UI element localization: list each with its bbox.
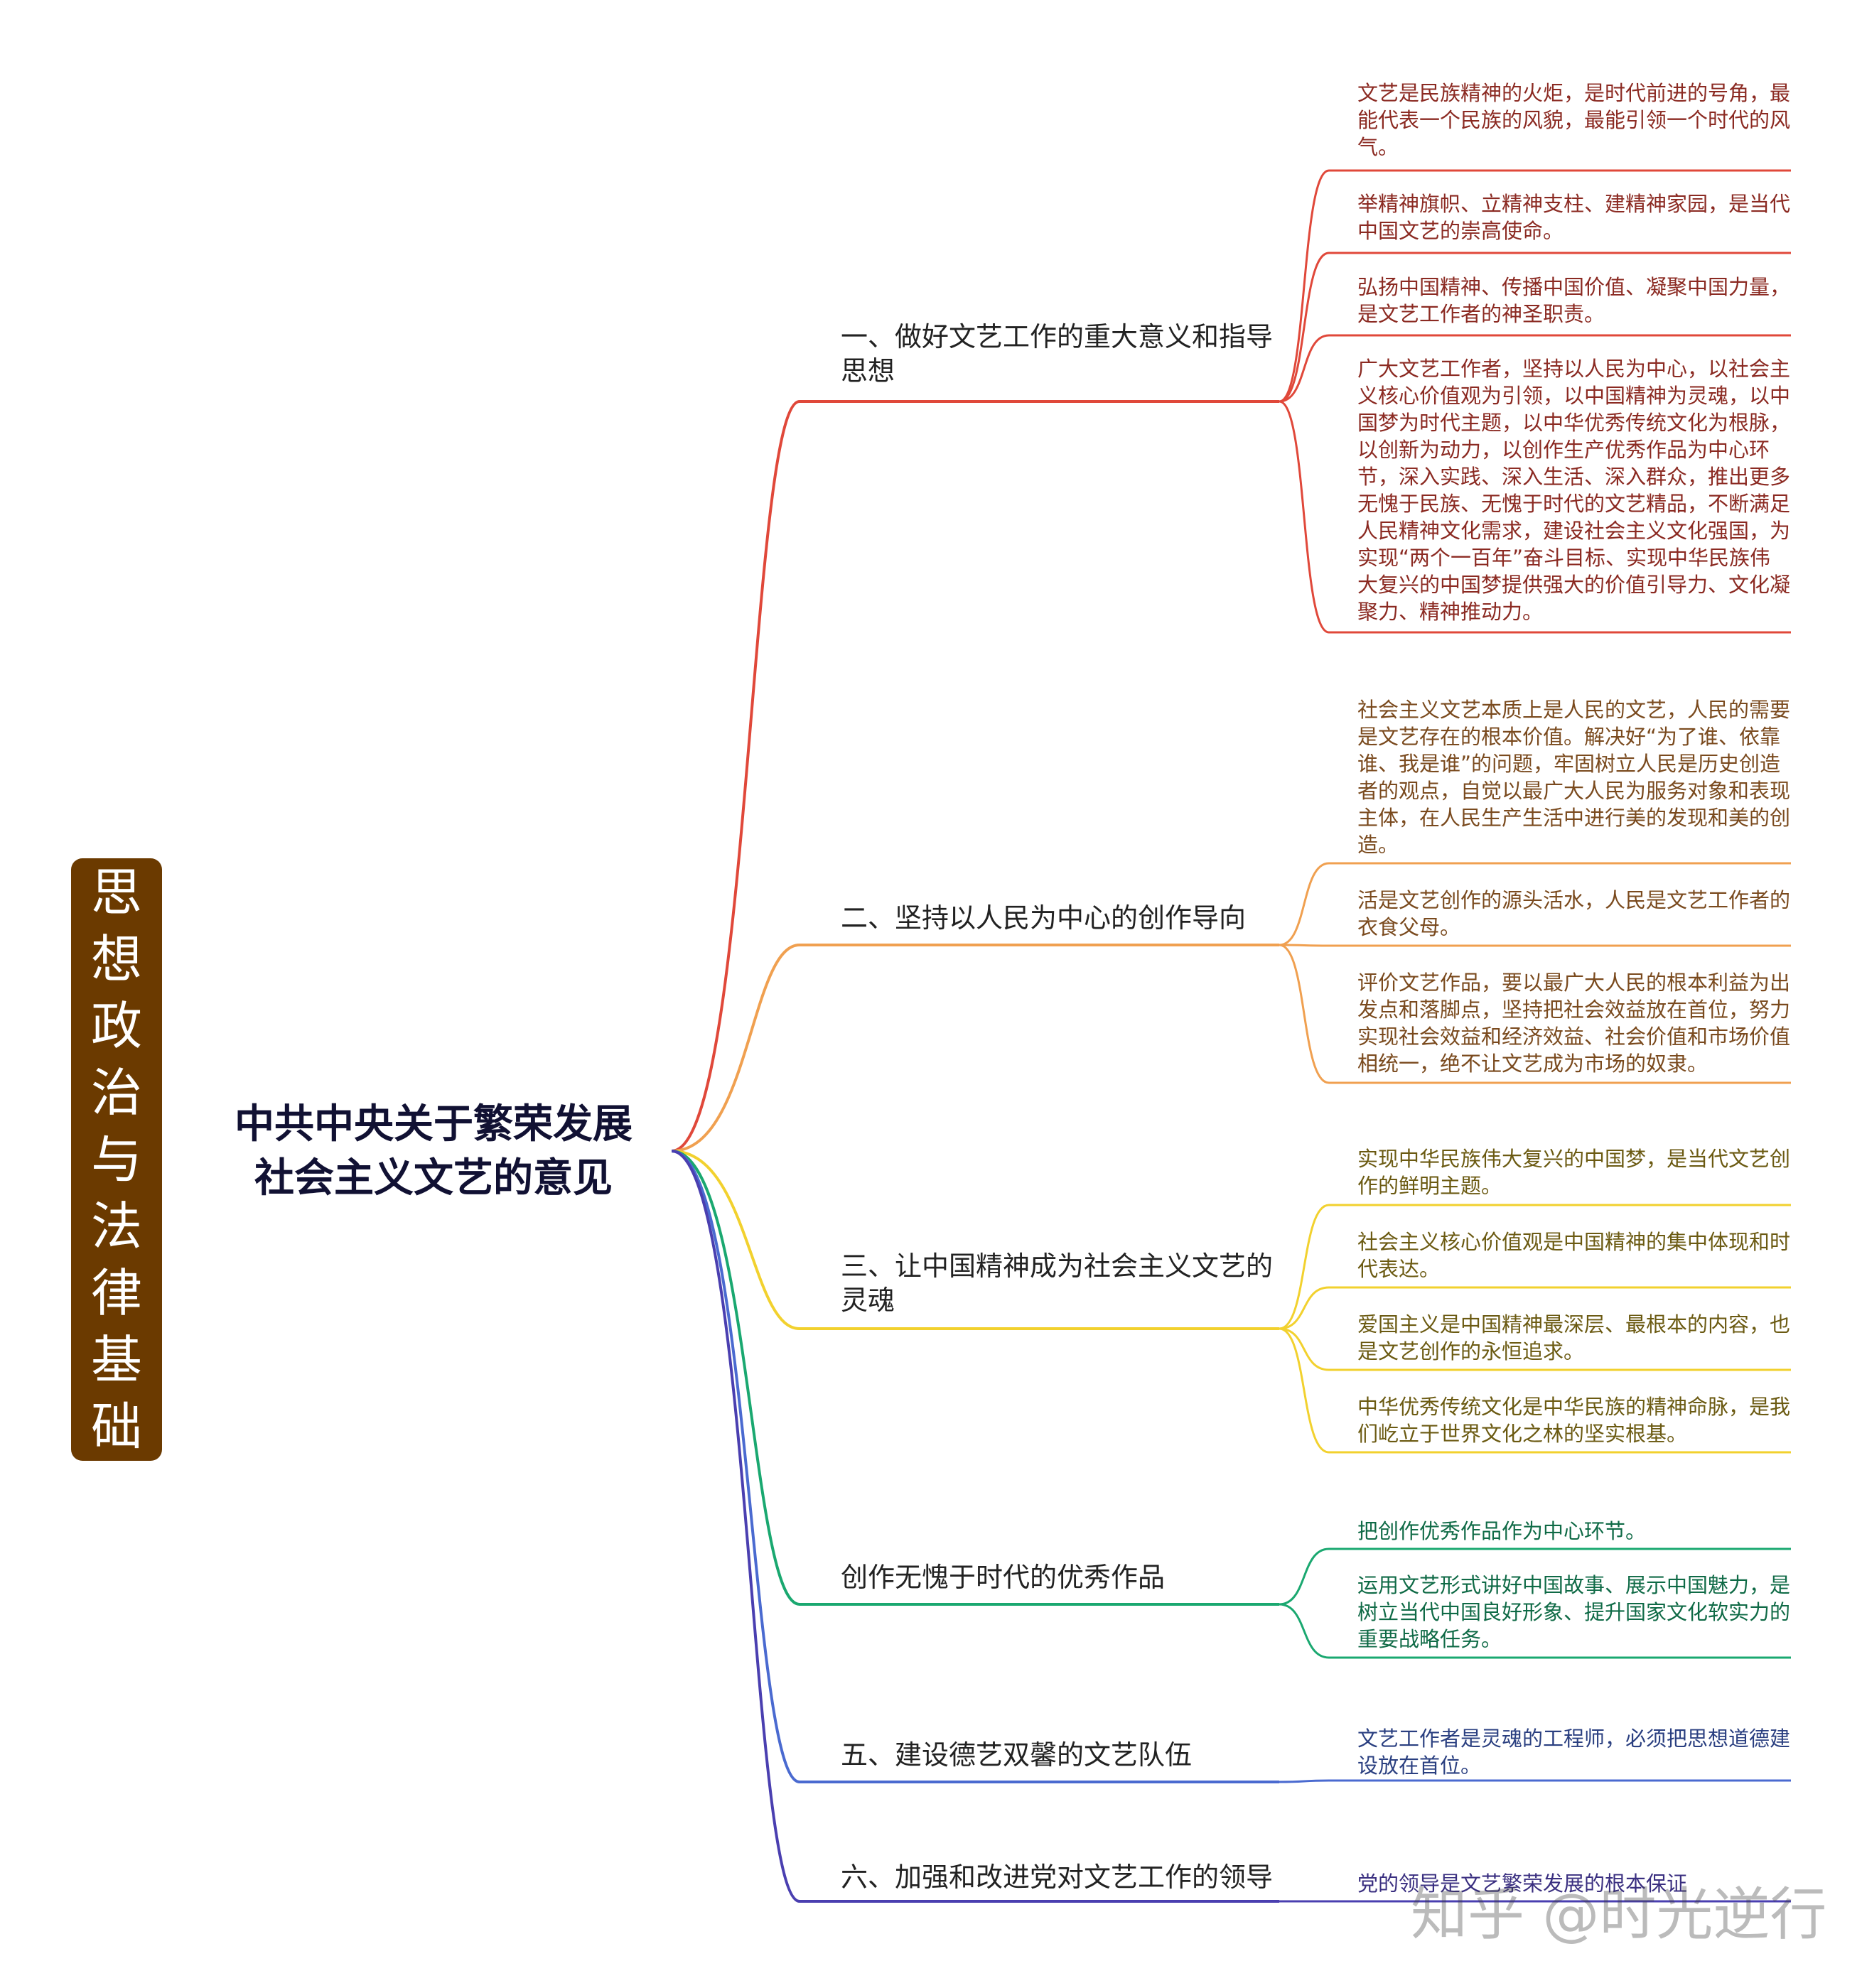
branch-4-connector — [671, 1150, 800, 1606]
branch-2-leaf-1-connector — [1279, 862, 1330, 946]
branch-1-leaf-3-connector — [1279, 334, 1330, 403]
watermark: 知乎 @时光逆行 — [1411, 1881, 1827, 1948]
branch-5-connector — [671, 1150, 800, 1783]
branch-3-connector — [671, 1150, 800, 1330]
category-tag-char: 想 — [90, 929, 142, 989]
branch-1-leaf-4-connector — [1279, 400, 1330, 634]
branch-2-leaf-1: 社会主义文艺本质上是人民的文艺，人民的需要是文艺存在的根本价值。解决好“为了谁、… — [1357, 698, 1791, 857]
category-tag-char: 础 — [90, 1397, 142, 1457]
branch-4-label: 创作无愧于时代的优秀作品 — [841, 1562, 1166, 1593]
branch-2-label: 二、坚持以人民为中心的创作导向 — [841, 902, 1247, 934]
branch-1-leaf-2-connector — [1279, 252, 1330, 403]
branch-2-leaf-2-connector — [1279, 944, 1330, 947]
branch-4-leaf-1-connector — [1279, 1547, 1330, 1606]
branch-3-leaf-4-connector — [1279, 1327, 1330, 1454]
branch-1-leaf-2: 举精神旗帜、立精神支柱、建精神家园，是当代中国文艺的崇高使命。 — [1357, 192, 1791, 243]
central-topic: 中共中央关于繁荣发展 社会主义文艺的意见 — [220, 1098, 647, 1206]
central-topic-line1: 中共中央关于繁荣发展 — [235, 1101, 633, 1147]
category-tag-char: 基 — [90, 1330, 142, 1390]
category-tag: 思想政治与法律基础 — [71, 858, 162, 1461]
branch-1-leaf-3: 弘扬中国精神、传播中国价值、凝聚中国力量，是文艺工作者的神圣职责。 — [1357, 275, 1791, 326]
branch-1-connector — [671, 400, 800, 1152]
branch-6-connector — [671, 1150, 800, 1903]
branch-6-leaf-1: 党的领导是文艺繁荣发展的根本保证 — [1357, 1871, 1688, 1896]
branch-2-leaf-3: 评价文艺作品，要以最广大人民的根本利益为出发点和落脚点，坚持把社会效益放在首位，… — [1357, 971, 1791, 1076]
central-topic-line2: 社会主义文艺的意见 — [254, 1155, 613, 1201]
branch-2-connector — [671, 944, 800, 1152]
branch-5-leaf-1-connector — [1279, 1779, 1330, 1783]
branch-3-leaf-1-connector — [1279, 1204, 1330, 1330]
category-tag-char: 律 — [90, 1263, 142, 1323]
branch-3-leaf-3: 爱国主义是中国精神最深层、最根本的内容，也是文艺创作的永恒追求。 — [1357, 1312, 1791, 1363]
branch-3-leaf-4: 中华优秀传统文化是中华民族的精神命脉，是我们屹立于世界文化之林的坚实根基。 — [1357, 1395, 1791, 1446]
category-tag-char: 政 — [90, 996, 142, 1056]
branch-3-leaf-2: 社会主义核心价值观是中国精神的集中体现和时代表达。 — [1357, 1230, 1791, 1281]
branch-1-leaf-1: 文艺是民族精神的火炬，是时代前进的号角，最能代表一个民族的风貌，最能引领一个时代… — [1357, 81, 1791, 159]
branch-4-leaf-1: 把创作优秀作品作为中心环节。 — [1357, 1519, 1647, 1543]
branch-3-leaf-1: 实现中华民族伟大复兴的中国梦，是当代文艺创作的鲜明主题。 — [1357, 1147, 1791, 1198]
branch-3-leaf-3-connector — [1279, 1327, 1330, 1371]
branch-5-label: 五、建设德艺双馨的文艺队伍 — [841, 1739, 1193, 1771]
branch-5-leaf-1: 文艺工作者是灵魂的工程师，必须把思想道德建设放在首位。 — [1357, 1727, 1791, 1778]
branch-1-leaf-1-connector — [1279, 169, 1330, 403]
category-tag-char: 治 — [90, 1063, 142, 1123]
branch-4-leaf-2-connector — [1279, 1603, 1330, 1659]
category-tag-char: 法 — [90, 1196, 142, 1256]
branch-1-leaf-4: 广大文艺工作者，坚持以人民为中心，以社会主义核心价值观为引领，以中国精神为灵魂，… — [1357, 357, 1791, 624]
branch-2-leaf-3-connector — [1279, 944, 1330, 1084]
branch-6-label: 六、加强和改进党对文艺工作的领导 — [841, 1862, 1274, 1893]
category-tag-char: 思 — [90, 863, 142, 922]
branch-4-leaf-2: 运用文艺形式讲好中国故事、展示中国魅力，是树立当代中国良好形象、提升国家文化软实… — [1357, 1573, 1791, 1651]
branch-3-label: 三、让中国精神成为社会主义文艺的灵魂 — [841, 1250, 1274, 1316]
branch-3-leaf-2-connector — [1279, 1286, 1330, 1330]
category-tag-char: 与 — [90, 1130, 142, 1189]
branch-2-leaf-2: 活是文艺创作的源头活水，人民是文艺工作者的衣食父母。 — [1357, 888, 1791, 939]
branch-1-label: 一、做好文艺工作的重大意义和指导思想 — [841, 321, 1274, 387]
